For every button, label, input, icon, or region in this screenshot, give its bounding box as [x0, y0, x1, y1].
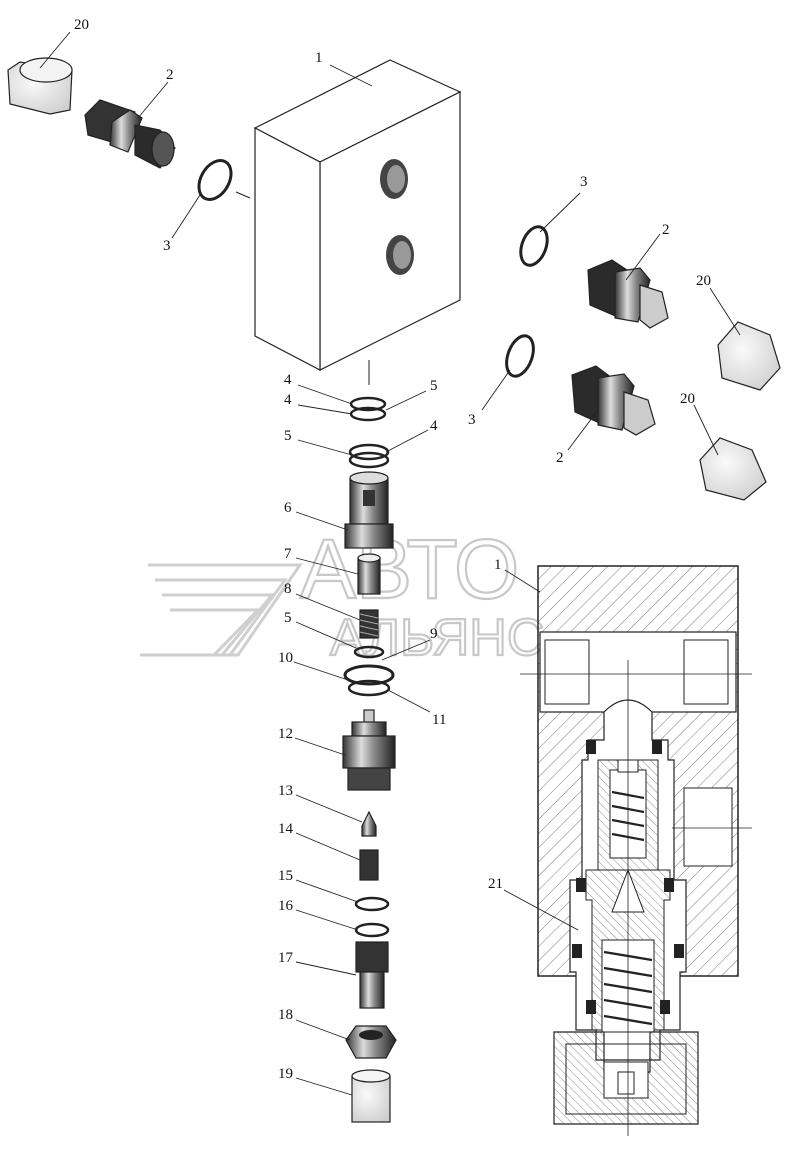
ring-4-c — [348, 451, 390, 469]
callout-13: 13 — [278, 783, 293, 799]
watermark: АВТО АЛЬЯНС — [140, 521, 546, 668]
leader-lines — [39, 31, 741, 1096]
ring-15 — [354, 896, 390, 912]
sleeve-6 — [344, 471, 394, 549]
callout-11: 11 — [432, 712, 446, 728]
callout-2-b: 2 — [662, 222, 670, 238]
callout-17: 17 — [278, 950, 294, 966]
callout-16: 16 — [278, 898, 294, 914]
callout-2-a: 2 — [166, 67, 174, 83]
fitting-right-lower — [571, 365, 656, 436]
oring-3-right-upper — [519, 225, 549, 267]
callout-3-a: 3 — [163, 238, 171, 254]
callout-20-a: 20 — [74, 17, 89, 33]
ring-11 — [347, 679, 391, 697]
ring-5-c — [353, 645, 385, 659]
callout-19: 19 — [278, 1066, 293, 1082]
spring-14 — [359, 849, 379, 881]
cross-section-view — [520, 565, 752, 1136]
callout-5-a: 5 — [430, 378, 438, 394]
callout-4-c: 4 — [430, 418, 438, 434]
oring-3-right-lower — [505, 334, 535, 378]
cap-19 — [351, 1069, 391, 1123]
cap-right-upper — [717, 321, 781, 391]
callout-8: 8 — [284, 581, 292, 597]
callout-labels: 20 2 3 1 3 2 20 3 2 20 4 4 5 5 4 6 7 8 5… — [74, 17, 711, 1082]
oring-3-left — [197, 159, 233, 201]
callout-5-b: 5 — [284, 428, 292, 444]
callout-6: 6 — [284, 500, 292, 516]
valve-7 — [357, 553, 381, 595]
nut-18 — [345, 1025, 397, 1059]
housing-block — [235, 59, 462, 385]
callout-15: 15 — [278, 868, 293, 884]
callout-12: 12 — [278, 726, 293, 742]
callout-7: 7 — [284, 546, 292, 562]
callout-2-c: 2 — [556, 450, 564, 466]
cap-top-left — [7, 57, 73, 115]
callout-10: 10 — [278, 650, 293, 666]
fitting-right-upper — [587, 259, 669, 329]
fitting-top-left — [84, 99, 176, 169]
ring-5-b — [348, 443, 390, 461]
callout-20-c: 20 — [680, 391, 695, 407]
exploded-stack — [342, 396, 397, 1123]
watermark-logo-icon — [140, 563, 303, 657]
callout-1-top: 1 — [315, 50, 323, 66]
callout-20-b: 20 — [696, 273, 711, 289]
ring-16 — [354, 922, 390, 938]
cap-right-lower — [699, 437, 767, 501]
callout-4-a: 4 — [284, 372, 292, 388]
callout-3-b: 3 — [580, 174, 588, 190]
body-12 — [342, 709, 396, 791]
callout-5-c: 5 — [284, 610, 292, 626]
watermark-line1: АВТО — [300, 522, 519, 616]
ring-10 — [343, 664, 395, 686]
callout-14: 14 — [278, 821, 294, 837]
callout-21: 21 — [488, 876, 503, 892]
plug-17 — [355, 941, 389, 1009]
callout-3-c: 3 — [468, 412, 476, 428]
callout-9: 9 — [430, 626, 438, 642]
callout-18: 18 — [278, 1007, 293, 1023]
callout-1-section: 1 — [494, 557, 502, 573]
cone-13 — [361, 810, 377, 837]
spring-8 — [359, 609, 379, 639]
callout-4-b: 4 — [284, 392, 292, 408]
